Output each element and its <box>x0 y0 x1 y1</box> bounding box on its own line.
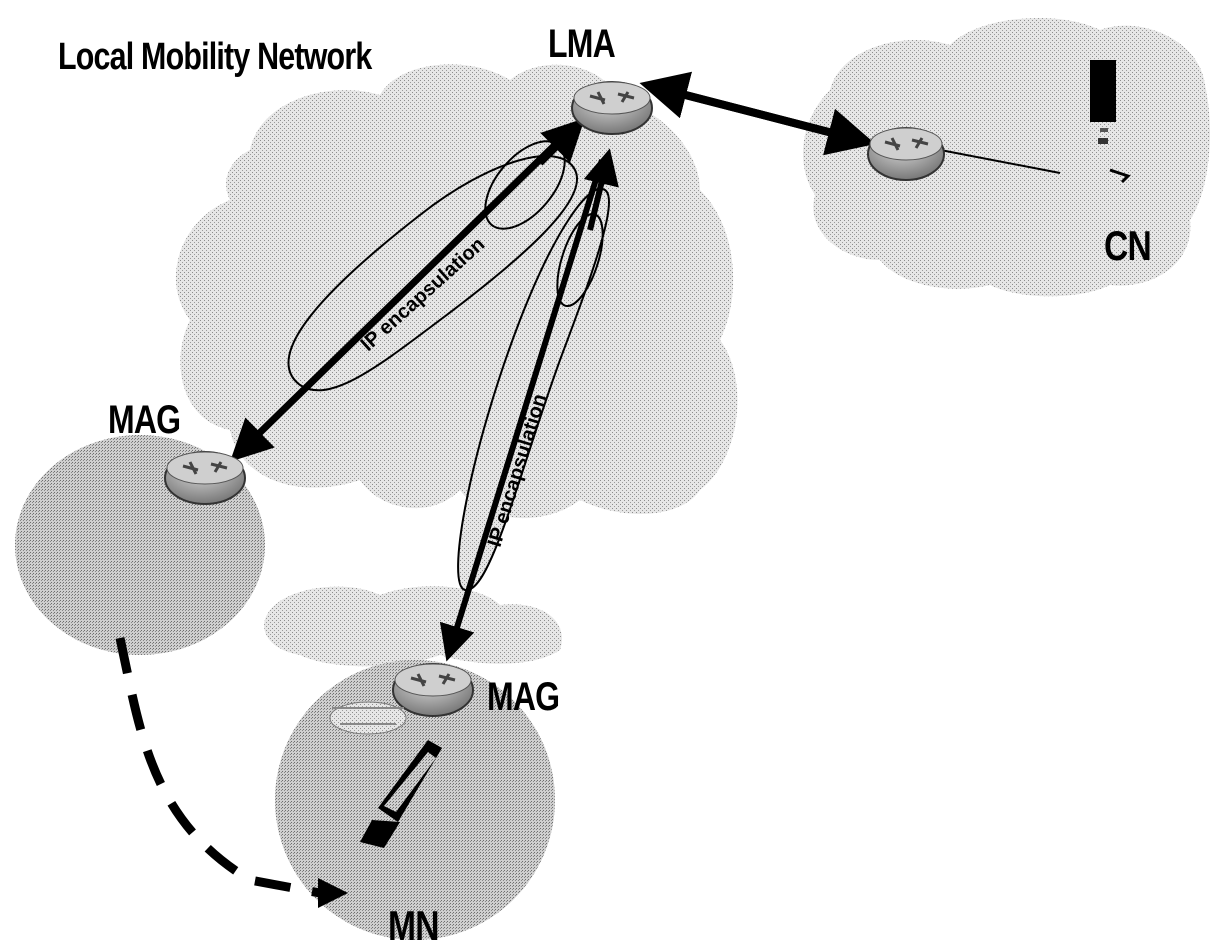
mag-bottom-label: MAG <box>487 675 559 720</box>
router-icon <box>868 128 944 180</box>
router-icon <box>393 664 473 716</box>
lma-label: LMA <box>548 22 615 67</box>
router-icon <box>572 82 652 134</box>
mn-label: MN <box>388 902 439 950</box>
router-icon <box>165 452 245 504</box>
cn-label: CN <box>1104 222 1151 270</box>
local-mobility-network-cloud <box>176 64 738 666</box>
network-title: Local Mobility Network <box>58 36 371 79</box>
cn-lma-arrowhead <box>655 87 840 135</box>
mag-left-label: MAG <box>108 398 180 443</box>
access-point-icon <box>330 702 406 734</box>
